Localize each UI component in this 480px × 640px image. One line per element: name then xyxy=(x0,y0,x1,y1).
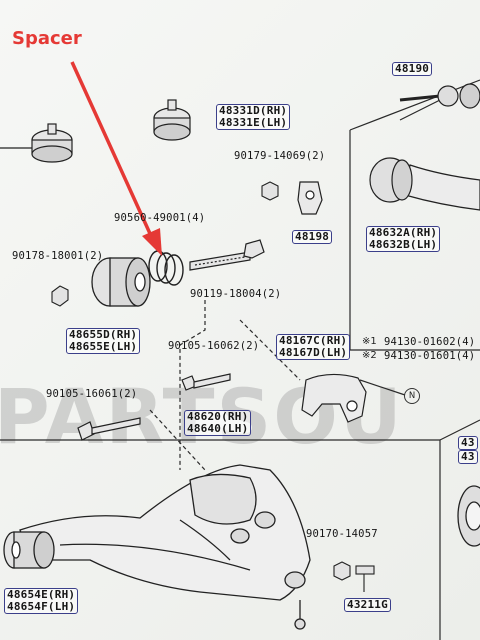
part-label-43-upper: 43 xyxy=(458,436,478,450)
bolt-90105b xyxy=(77,417,141,441)
part-label-94130a: 94130-01602(4) xyxy=(384,336,476,348)
frame-line-top-right xyxy=(349,79,480,131)
spacer-rings-90560 xyxy=(148,250,184,286)
part-label-90178: 90178-18001(2) xyxy=(12,250,104,262)
marker-1: ※1 xyxy=(362,336,377,347)
bushing-48331 xyxy=(153,99,191,141)
part-label-48655: 48655D(RH)48655E(LH) xyxy=(66,328,141,354)
bolt-90119 xyxy=(189,239,265,271)
part-label-94130b: 94130-01601(4) xyxy=(384,350,476,362)
lower-arm-48620 xyxy=(19,464,311,630)
marker-n: N xyxy=(404,388,420,404)
spacer-annotation-label: Spacer xyxy=(12,28,82,49)
bushing-right-lower xyxy=(457,485,480,547)
bolt-90105a xyxy=(181,373,231,391)
dashed-leader-1 xyxy=(179,300,206,470)
spacer-pointer-arrow xyxy=(70,61,162,256)
bolt-43211 xyxy=(355,565,375,592)
part-label-48167: 48167C(RH)48167D(LH) xyxy=(276,334,351,360)
part-label-43211: 43211G xyxy=(344,598,391,612)
bracket-48198 xyxy=(297,181,323,215)
frame-line-lower-right xyxy=(439,419,480,441)
part-label-48331: 48331D(RH)48331E(LH) xyxy=(216,104,291,130)
part-label-48654: 48654E(RH)48654F(LH) xyxy=(4,588,79,614)
part-label-90105a: 90105-16062(2) xyxy=(168,340,260,352)
part-label-90179: 90179-14069(2) xyxy=(234,150,326,162)
part-label-90105b: 90105-16061(2) xyxy=(46,388,138,400)
bushing-48655 xyxy=(91,257,151,307)
leader-48190 xyxy=(399,99,441,121)
nut-90178 xyxy=(51,285,69,307)
part-label-90560: 90560-49001(4) xyxy=(114,212,206,224)
part-label-48620: 48620(RH)48640(LH) xyxy=(184,410,252,436)
nut-90179 xyxy=(261,181,279,201)
bushing-left-top xyxy=(0,123,73,163)
part-label-90170: 90170-14057 xyxy=(306,528,378,540)
part-label-43-lower: 43 xyxy=(458,450,478,464)
upper-arm xyxy=(369,83,480,211)
part-label-48198: 48198 xyxy=(292,230,333,244)
part-label-48632: 48632A(RH)48632B(LH) xyxy=(366,226,441,252)
leader-n xyxy=(359,379,406,396)
marker-2: ※2 xyxy=(362,350,377,361)
dashed-leader-2 xyxy=(239,319,301,381)
part-label-48190: 48190 xyxy=(392,62,433,76)
bracket-48167 xyxy=(301,373,367,423)
bushing-48654 xyxy=(3,531,55,569)
part-label-90119: 90119-18004(2) xyxy=(190,288,282,300)
nut-90170 xyxy=(333,561,351,581)
